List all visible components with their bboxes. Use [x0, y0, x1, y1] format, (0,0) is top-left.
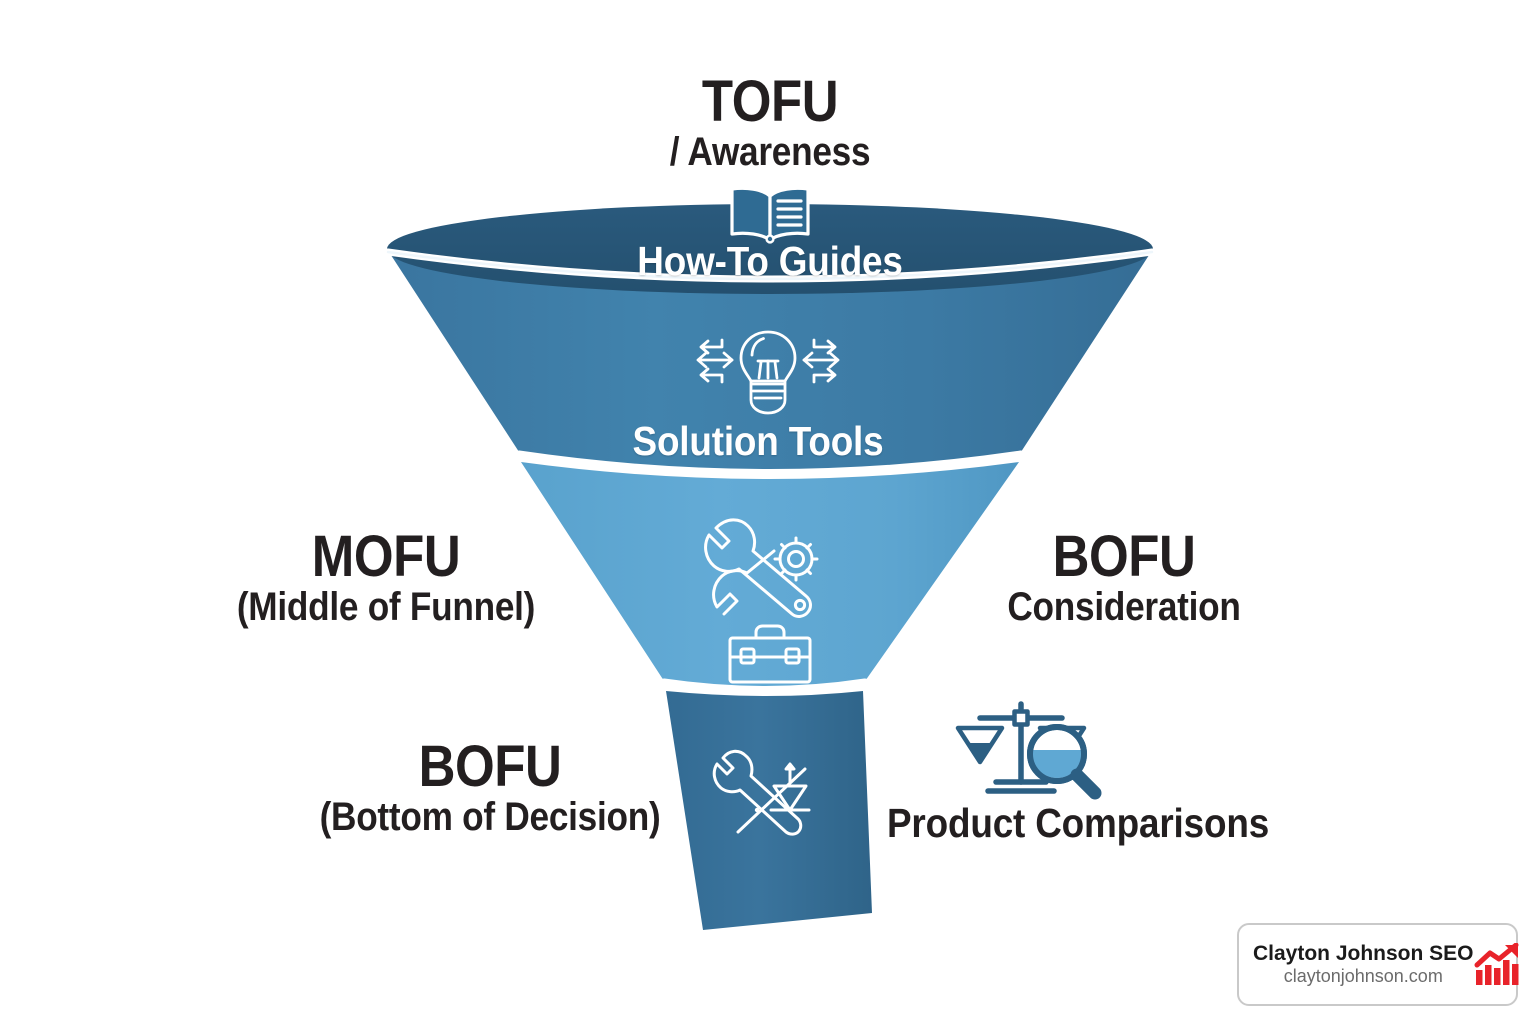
lightbulb-arrows-icon [696, 330, 840, 415]
label-how-to-guides: How-To Guides [637, 238, 903, 284]
open-book-icon [730, 186, 810, 244]
brand-url: claytonjohnson.com [1283, 965, 1443, 986]
funnel-band-stem [666, 691, 872, 930]
scales-magnifier-icon [955, 701, 1102, 800]
brand-badge[interactable]: Clayton Johnson SEO claytonjohnson.com [1237, 923, 1519, 1006]
funnel-divider-middle-stem [659, 678, 870, 695]
wrench-gear-icon [704, 518, 819, 618]
bofu-right-subtitle: Consideration [1007, 585, 1241, 630]
brand-name: Clayton Johnson SEO [1253, 941, 1474, 965]
bofu-left-subtitle: (Bottom of Decision) [319, 795, 661, 840]
mofu-title: MOFU [311, 524, 461, 589]
mofu-subtitle: (Middle of Funnel) [236, 585, 536, 630]
stage-label-mofu: MOFU (Middle of Funnel) [184, 524, 588, 630]
funnel-band-middle [521, 462, 1019, 689]
funnel-rim-highlight-inner [386, 250, 1154, 281]
tofu-title: TOFU [701, 69, 839, 134]
bar-chart-arrow-icon [1474, 942, 1519, 985]
stage-label-bofu-left: BOFU (Bottom of Decision) [288, 734, 692, 840]
tofu-subtitle: / Awareness [669, 130, 871, 175]
stage-label-tofu: TOFU / Awareness [568, 69, 972, 175]
bofu-left-title: BOFU [418, 734, 562, 799]
toolbox-icon [728, 624, 812, 684]
label-solution-tools: Solution Tools [632, 418, 884, 464]
label-product-comparisons: Product Comparisons [887, 800, 1270, 846]
stage-label-bofu-right: BOFU Consideration [922, 524, 1326, 630]
brand-text: Clayton Johnson SEO claytonjohnson.com [1253, 942, 1474, 988]
funnel-divider-top-middle [514, 450, 1026, 478]
bofu-right-title: BOFU [1052, 524, 1196, 589]
wrench-scales-icon [712, 749, 811, 836]
